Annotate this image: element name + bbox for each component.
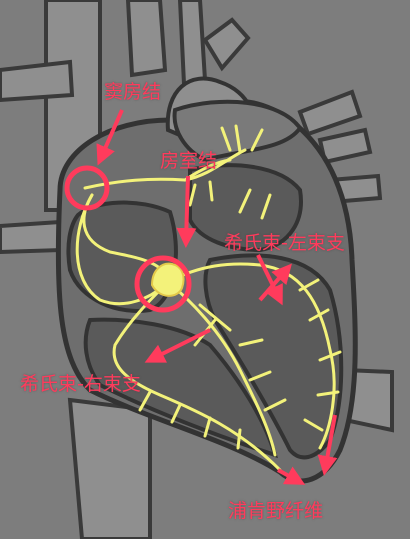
aorta-branches — [125, 0, 251, 87]
inferior-vena-cava — [67, 397, 152, 539]
sa-node-highlight-circle — [64, 165, 110, 211]
purkinje-fibers-label: 浦肯野纤维 — [228, 500, 324, 522]
av-node-highlight-circle — [134, 255, 192, 313]
av-node-bundle — [150, 262, 185, 297]
left-bundle-branch-label: 希氏束-左束支 — [224, 232, 345, 254]
right-bundle-arrow — [144, 328, 211, 363]
left-atrium — [188, 163, 303, 253]
sa-node-label: 窦房结 — [104, 81, 162, 103]
av-node-arrow — [176, 175, 197, 248]
left-bundle-arrow-2 — [258, 263, 292, 302]
right-bundle-branch-label: 希氏束-右束支 — [20, 373, 141, 395]
conduction-pathway — [75, 124, 342, 472]
left-bundle-arrow — [256, 254, 283, 306]
purkinje-arrow-2 — [317, 414, 338, 476]
av-node-label: 房室结 — [160, 150, 218, 172]
purkinje-arrow-1 — [277, 466, 306, 485]
pulmonary-vessels-left — [0, 59, 75, 255]
sa-node-arrow — [96, 109, 124, 166]
